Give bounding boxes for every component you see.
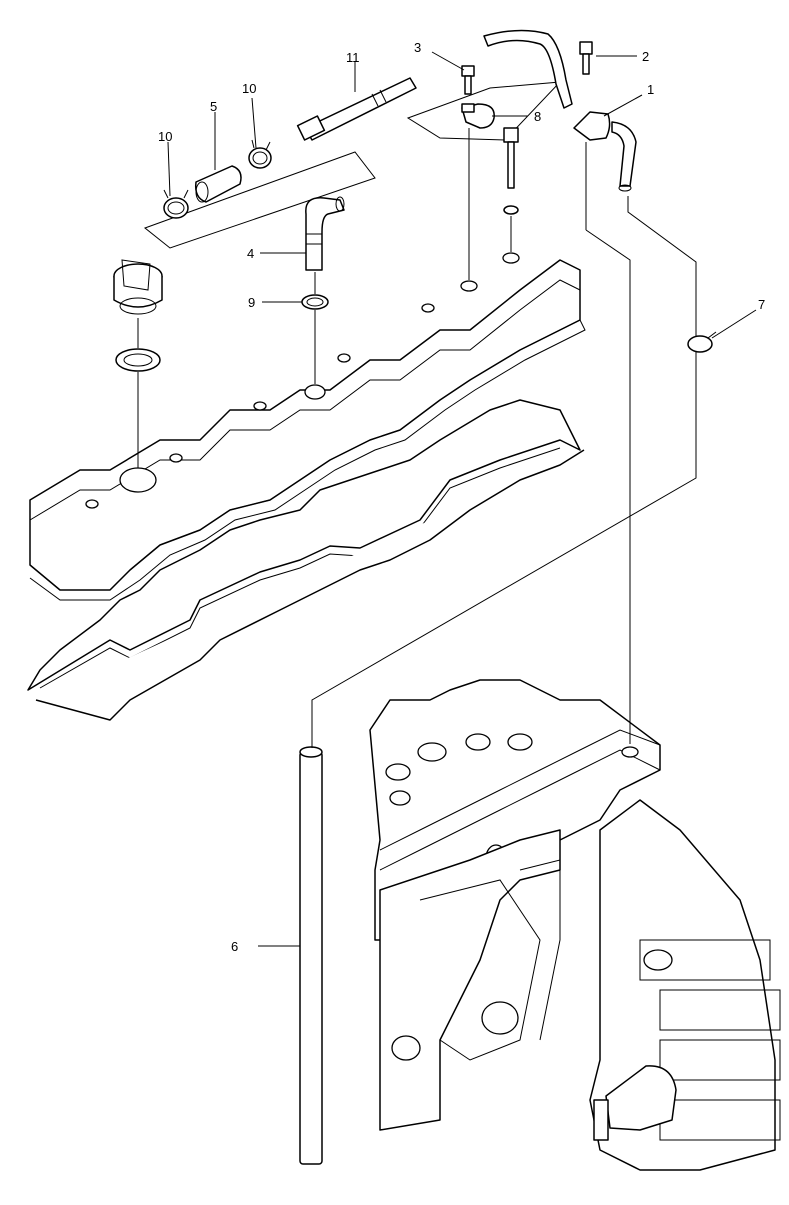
hose-upper [483, 29, 573, 109]
callout-6: 6 [231, 939, 238, 954]
rocker-cover [29, 252, 586, 601]
callout-7: 7 [758, 297, 765, 312]
assembly-lines [137, 128, 697, 748]
callout-10b: 10 [242, 81, 256, 96]
breather-elbow [305, 196, 345, 271]
rocker-cover-gasket [27, 399, 585, 721]
callout-10a: 10 [158, 129, 172, 144]
oil-filler-cap [113, 259, 163, 315]
hose-clip [461, 103, 495, 129]
dipstick-tube [299, 746, 323, 1165]
callout-11: 11 [346, 50, 360, 65]
hose-bracket [573, 111, 637, 192]
elbow-seal-ring [301, 294, 329, 310]
hose-clamp-left [163, 189, 189, 219]
screw-3 [461, 65, 475, 95]
callout-2: 2 [642, 49, 649, 64]
screw-2 [579, 41, 593, 75]
filler-seal-ring [115, 348, 161, 372]
breather-hose-panel-left [143, 151, 376, 249]
engine-block [369, 679, 781, 1171]
callout-labels: 1 2 3 4 5 6 7 8 9 10 10 11 [158, 40, 765, 954]
callout-1: 1 [647, 82, 654, 97]
callout-5: 5 [210, 99, 217, 114]
hose-sleeve [194, 165, 242, 203]
breather-pipe [296, 77, 417, 141]
callout-leaders [167, 51, 757, 947]
callout-9: 9 [248, 295, 255, 310]
callout-3: 3 [414, 40, 421, 55]
hose-clamp-7 [687, 331, 717, 353]
callout-4: 4 [247, 246, 254, 261]
clip-panel [406, 81, 562, 141]
hose-clamp-right [248, 139, 272, 169]
long-bolt [503, 127, 519, 215]
callout-8: 8 [534, 109, 541, 124]
